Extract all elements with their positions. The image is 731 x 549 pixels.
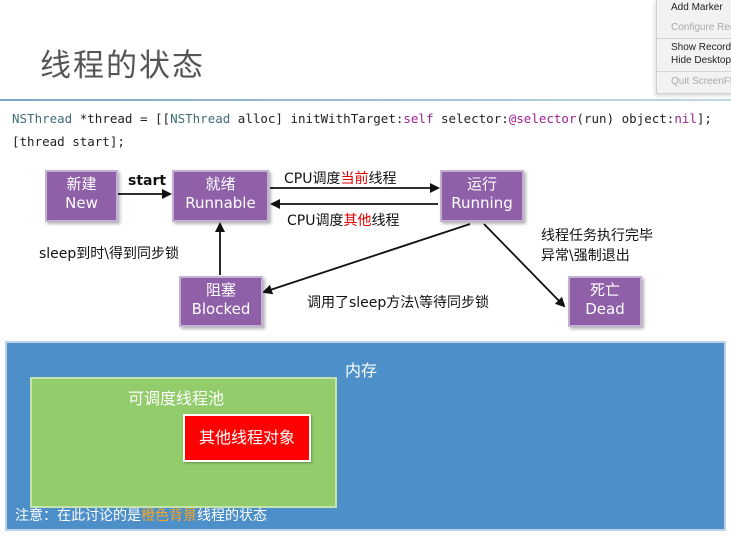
code-token: selector: (433, 111, 509, 126)
state-running: 运行 Running (440, 170, 524, 222)
code-token: NSThread (170, 111, 231, 126)
menu-item-show-recording[interactable]: Show Recordi (671, 42, 731, 53)
state-running-cn: 运行 (466, 175, 497, 193)
menu-separator (657, 71, 731, 72)
slide-header: 线程的状态 (0, 0, 731, 100)
slide-title: 线程的状态 (40, 48, 205, 84)
state-runnable-cn: 就绪 (205, 175, 236, 193)
menu-item-configure-recording: Configure Rec (671, 22, 731, 33)
state-new: 新建 New (45, 170, 118, 222)
title-divider (0, 99, 731, 101)
code-line-2: [thread start]; (12, 134, 125, 149)
memory-title: 内存 (345, 361, 378, 380)
note-part-highlight: 橙色背景 (141, 508, 197, 524)
menu-item-quit: Quit ScreenFl (671, 76, 731, 87)
menu-item-hide-desktop[interactable]: Hide Desktop (671, 55, 731, 66)
label-part: 线程 (371, 213, 400, 229)
label-finish-line2: 异常\强制退出 (541, 248, 630, 264)
thread-pool-title: 可调度线程池 (128, 389, 225, 408)
note-part: 线程的状态 (197, 508, 267, 524)
arrow-running-to-blocked (262, 223, 471, 295)
label-cpu-current: CPU调度当前线程 (284, 168, 396, 188)
label-part-highlight: 当前 (340, 171, 369, 187)
menu-separator (657, 38, 731, 39)
code-token: (run) object: (576, 111, 675, 126)
state-blocked: 阻塞 Blocked (179, 276, 263, 327)
state-runnable-en: Runnable (185, 194, 256, 212)
code-line-1: NSThread *thread = [[NSThread alloc] ini… (12, 111, 712, 126)
state-dead-cn: 死亡 (589, 281, 620, 299)
state-running-en: Running (451, 194, 513, 212)
context-menu: Add Marker Configure Rec Show Recordi Hi… (656, 0, 731, 94)
note-text: 注意：在此讨论的是橙色背景线程的状态 (15, 505, 267, 525)
label-part: 线程 (368, 171, 397, 187)
state-new-cn: 新建 (66, 175, 97, 193)
label-sleep-done: sleep到时\得到同步锁 (39, 246, 180, 262)
menu-item-add-marker[interactable]: Add Marker (671, 2, 723, 13)
code-token: @selector (508, 111, 577, 126)
label-cpu-other: CPU调度其他线程 (287, 210, 399, 230)
code-token: *thread = [[ (72, 111, 171, 126)
label-sleep-call: 调用了sleep方法\等待同步锁 (307, 295, 490, 311)
state-dead-en: Dead (585, 300, 625, 318)
code-token: nil (674, 111, 697, 126)
code-token: alloc] initWithTarget: (230, 111, 404, 126)
label-part: CPU调度 (287, 213, 344, 229)
code-token: ]; (696, 111, 712, 126)
label-part: CPU调度 (284, 171, 341, 187)
other-thread-objects: 其他线程对象 (183, 414, 311, 462)
code-token: NSThread (12, 111, 73, 126)
state-blocked-cn: 阻塞 (205, 281, 236, 299)
code-token: self (403, 111, 434, 126)
label-start: start (128, 173, 167, 189)
arrow-running-to-dead (483, 223, 566, 308)
state-new-en: New (65, 194, 98, 212)
note-part: 注意：在此讨论的是 (15, 508, 141, 524)
state-blocked-en: Blocked (191, 300, 251, 318)
label-finish-line1: 线程任务执行完毕 (541, 228, 653, 244)
state-dead: 死亡 Dead (568, 276, 642, 327)
label-part-highlight: 其他 (343, 213, 372, 229)
state-runnable: 就绪 Runnable (172, 170, 269, 222)
